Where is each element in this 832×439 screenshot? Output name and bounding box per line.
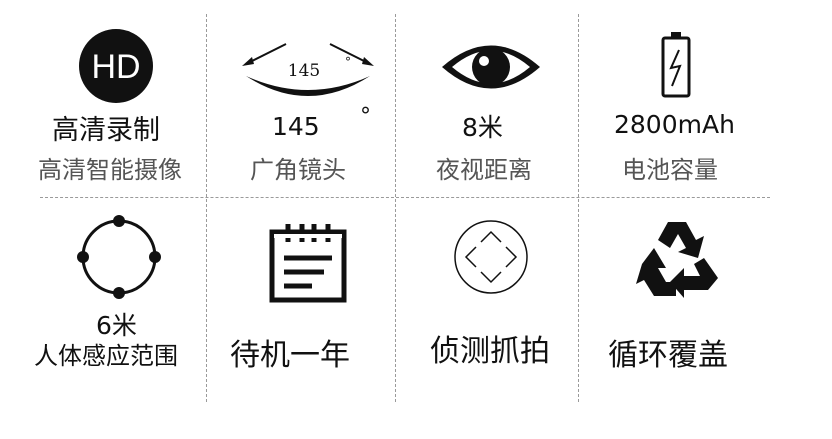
- sensor-subtitle: 人体感应范围: [34, 342, 178, 370]
- battery-icon: [660, 30, 692, 98]
- battery-title: 2800mAh: [614, 110, 735, 139]
- detect-arrows-icon: [452, 218, 530, 296]
- sensor-range-icon: [76, 214, 162, 300]
- angle-subtitle: 广角镜头: [250, 156, 346, 184]
- night-title: 8米: [462, 113, 503, 142]
- arc-degree: °: [345, 55, 351, 69]
- capture-title: 侦测抓拍: [430, 334, 550, 369]
- battery-subtitle: 电池容量: [622, 156, 718, 184]
- calendar-icon: [268, 220, 348, 304]
- recycle-icon: [632, 218, 722, 300]
- angle-degree: °: [360, 104, 371, 129]
- hd-badge-text: HD: [91, 48, 140, 86]
- hd-badge-icon: HD: [78, 28, 154, 104]
- wide-angle-icon: 145 °: [238, 30, 378, 100]
- divider-horizontal: [40, 197, 770, 198]
- loop-title: 循环覆盖: [608, 338, 728, 373]
- divider-vertical-3: [578, 14, 579, 402]
- sensor-title: 6米: [96, 311, 137, 340]
- divider-vertical-2: [395, 14, 396, 402]
- hd-subtitle: 高清智能摄像: [38, 156, 182, 184]
- night-subtitle: 夜视距离: [436, 156, 532, 184]
- hd-title: 高清录制: [52, 115, 160, 146]
- angle-title: 145: [272, 112, 320, 141]
- standby-title: 待机一年: [230, 338, 350, 373]
- eye-icon: [440, 38, 542, 96]
- arc-label: 145: [288, 61, 320, 81]
- divider-vertical-1: [206, 14, 207, 402]
